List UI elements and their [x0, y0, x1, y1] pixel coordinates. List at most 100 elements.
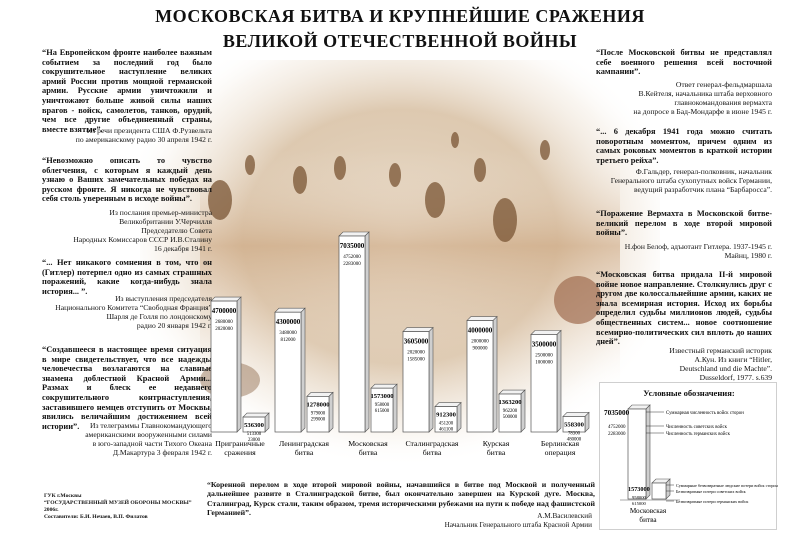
bar-losses-top [434, 402, 462, 407]
attribution-line: Dusseldorf, 1977. s.639 [699, 373, 772, 382]
bar-losses-top [562, 412, 590, 417]
bar-total-sub-label: 2283000 [343, 262, 361, 267]
bar-losses [306, 391, 334, 433]
bar-losses-sub-label: 299000 [311, 417, 326, 422]
attribution-line: Н.фон Белоф, адъютант Гитлера. 1937-1945… [624, 242, 772, 251]
attribution-line: Из речи президента США Ф.Рузвельта [86, 126, 212, 135]
bar-losses-label: 1363200 [498, 399, 522, 406]
legend-small-label: Безвозвратные потери советских войск [676, 489, 747, 494]
quote-keitel: “После Московской битвы не представлял с… [596, 48, 772, 77]
category-label: битва [295, 448, 314, 457]
bar-losses-top [242, 412, 270, 418]
legend-small-label: Безвозвратные потери германских войск [676, 499, 749, 504]
bar-losses-sub-label: 461100 [439, 428, 454, 433]
attribution-below: Н.фон Белоф, адъютант Гитлера. 1937-1945… [596, 242, 772, 260]
category-label: битва [487, 448, 506, 457]
bar-total-strength-top [338, 231, 370, 237]
bar-total-sub-label: 3480000 [279, 331, 297, 336]
legend-bar-losses-side [665, 478, 671, 500]
category-label: Ленинградская [279, 439, 329, 448]
bar-total-strength-top [530, 330, 562, 335]
legend-label: Численность советских войск [666, 425, 728, 430]
bar-total-strength-top [466, 316, 498, 321]
bar-total-label: 4700000 [212, 307, 237, 315]
bar-losses-label: 1278000 [306, 401, 330, 408]
attribution-line: на допросе в Бад-Мондарфе в июне 1945 г. [633, 107, 772, 116]
bar-losses-front [242, 416, 266, 433]
bar-losses-side [520, 389, 526, 433]
bar-total-sub-label: 1585000 [407, 358, 425, 363]
bar-total-label: 3605000 [404, 338, 429, 346]
category-label: битва [359, 448, 378, 457]
bar-total-strength-side [556, 329, 562, 433]
attribution-line: Великобритании У.Черчилля [119, 217, 212, 226]
bar-losses-label: 558300 [564, 421, 584, 428]
legend-small-sub: 958000 [632, 495, 646, 500]
bar-losses-front [370, 387, 394, 433]
attribution-line: ведущий разработчик плана “Барбаросса”. [634, 185, 772, 194]
attribution-line: по американскому радио 30 апреля 1942 г. [75, 135, 212, 144]
bar-losses-top [370, 383, 398, 389]
legend-bar-total-side [645, 404, 651, 500]
bar-losses-sub-label: 958000 [375, 403, 390, 408]
bar-losses [498, 389, 526, 433]
bar-losses-front [498, 393, 522, 433]
quote-kuhn: “Московская битва придала II-й мировой в… [596, 270, 772, 347]
attribution-macarthur: Из телеграммы Главнокомандующего америка… [42, 421, 212, 457]
bar-losses-side [456, 401, 462, 433]
legend-label: Численность германских войск [666, 432, 731, 437]
bar-losses-sub-label: 513300 [247, 432, 262, 437]
attribution-vasilevsky: А.М.Василевский Начальник Генерального ш… [380, 512, 592, 530]
bar-losses [370, 383, 398, 433]
attribution-de-gaulle: Из выступления председателя Национальног… [42, 294, 212, 330]
attribution-line: В.Кейтеля, начальника штаба верховного [638, 89, 773, 98]
attribution-line: 16 декабря 1941 г. [154, 244, 212, 253]
footer-line: Составители: Б.И. Нечаев, В.П. Филатов [44, 514, 148, 520]
attribution-line: Ф.Гальдер, генерал-полковник, начальник [635, 167, 772, 176]
attribution-keitel: Ответ генерал-фельдмаршала В.Кейтеля, на… [596, 80, 772, 116]
bar-losses-front [306, 396, 330, 433]
attribution-line: Из выступления председателя [115, 294, 212, 303]
bar-total-strength-front [274, 311, 302, 433]
attribution-line: Ответ генерал-фельдмаршала [675, 80, 772, 89]
bar-losses-label: 1573000 [370, 393, 394, 400]
attribution-roosevelt: Из речи президента США Ф.Рузвельта по ам… [42, 126, 212, 144]
bar-total-strength [338, 231, 370, 433]
legend-small-sub: 615000 [632, 501, 646, 506]
bar-total-strength [402, 326, 434, 433]
bar-total-strength-front [402, 331, 430, 433]
category-label: битва [423, 448, 442, 457]
bar-total-sub-label: 900000 [473, 347, 489, 352]
attribution-line: Председателю Совета [141, 226, 212, 235]
bar-total-sub-label: 2020000 [407, 351, 425, 356]
bar-total-strength [466, 315, 498, 433]
bar-total-strength-side [428, 326, 434, 433]
attribution-kuhn: Известный германский историк А.Кун. Из к… [596, 346, 772, 382]
bar-total-label: 4300000 [276, 318, 301, 326]
bar-losses-top [498, 389, 526, 395]
bar-total-sub-label: 812000 [281, 338, 297, 343]
bar-losses [434, 401, 462, 433]
attribution-line: главнокомандования вермахта [674, 98, 772, 107]
bar-losses-label: 912300 [436, 412, 456, 419]
category-label: Курская [483, 439, 510, 448]
quote-de-gaulle: “... Нет никакого сомнения в том, что он… [42, 258, 212, 296]
legend-category-label: битва [639, 516, 657, 524]
attribution-line: американскими вооруженными силами [85, 430, 212, 439]
bar-losses-top [306, 392, 334, 397]
legend-big-sub: 2283000 [608, 432, 626, 437]
bar-losses [562, 411, 590, 433]
attribution-line: Известный германский историк [669, 346, 772, 355]
bar-total-strength-front [466, 320, 494, 433]
attribution-line: Народных Комиссаров СССР И.В.Сталину [73, 235, 212, 244]
bar-total-strength-top [274, 307, 306, 313]
quote-churchill: “Невозможно описать то чувство облегчени… [42, 156, 212, 204]
bar-total-strength-front [530, 334, 558, 433]
quote-halder: “... 6 декабря 1941 года можно считать п… [596, 127, 772, 165]
attribution-line: А.Кун. Из книги “Hitler, [694, 355, 773, 364]
bar-total-sub-label: 2680000 [215, 320, 233, 325]
quote-vasilevsky: “Коренной перелом в ходе второй мировой … [207, 480, 595, 518]
legend-small-value: 1573000 [628, 486, 650, 493]
bar-total-strength-side [364, 231, 370, 433]
bar-total-strength-side [300, 307, 306, 433]
